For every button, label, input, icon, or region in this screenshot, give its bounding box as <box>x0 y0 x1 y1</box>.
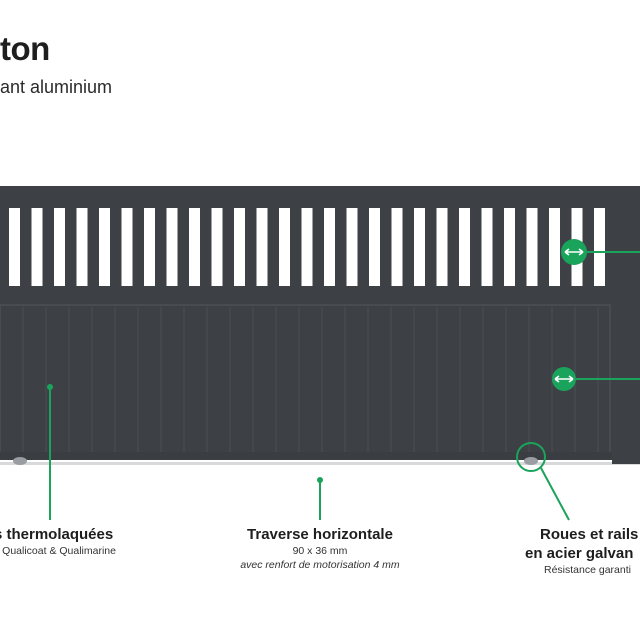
slat-gap <box>324 208 335 286</box>
ground-shadow <box>0 462 640 465</box>
callout-wheels-title-2: en acier galvan <box>525 545 634 562</box>
slat-gap <box>9 208 20 286</box>
gate-top-rail <box>0 186 640 204</box>
callout-finish-title: s thermolaquées <box>0 526 114 543</box>
double-arrow-icon <box>552 367 576 391</box>
callout-finish-line: s Qualicoat & Qualimarine <box>0 545 116 557</box>
slat-gap <box>31 208 43 286</box>
gate-lower-panel <box>0 304 612 458</box>
slat-gap <box>76 208 88 286</box>
slat-gap <box>301 208 313 286</box>
slat-gap <box>504 208 515 286</box>
slat-gap <box>99 208 110 286</box>
circle-outline-icon <box>516 442 546 472</box>
slat-gap <box>256 208 268 286</box>
wheel-right <box>524 457 538 465</box>
callout-wheels: Roues et rails en acier galvan Résistanc… <box>525 525 638 577</box>
slat-gap <box>279 208 290 286</box>
slat-gap <box>594 208 605 286</box>
slat-gap <box>526 208 538 286</box>
callout-wheels-title-1: Roues et rails <box>540 526 639 543</box>
slat-gap <box>166 208 178 286</box>
callout-crossbar: Traverse horizontale 90 x 36 mm avec ren… <box>205 525 435 572</box>
callout-wheels-line: Résistance garanti <box>544 564 631 576</box>
slat-gap <box>121 208 133 286</box>
slat-gap <box>549 208 560 286</box>
callout-crossbar-dimensions: 90 x 36 mm <box>292 545 348 557</box>
callout-crossbar-title: Traverse horizontale <box>247 526 393 543</box>
slat-gap <box>54 208 65 286</box>
gate-right-post <box>612 186 640 464</box>
slat-gap <box>414 208 425 286</box>
slat-gap <box>144 208 155 286</box>
slat-gap <box>211 208 223 286</box>
slat-gap <box>189 208 200 286</box>
slat-gap <box>436 208 448 286</box>
page-title: ton <box>0 30 50 67</box>
slat-gap <box>481 208 493 286</box>
slat-gap <box>391 208 403 286</box>
slat-gap <box>459 208 470 286</box>
slat-gap <box>346 208 358 286</box>
panel-grooves <box>22 307 599 452</box>
callout-finish: s thermolaquées s Qualicoat & Qualimarin… <box>0 525 116 558</box>
gate-bottom-rail <box>0 452 612 460</box>
callout-crossbar-note: avec renfort de motorisation 4 mm <box>240 559 400 571</box>
wheel-left <box>13 457 27 465</box>
double-arrow-icon <box>561 239 587 265</box>
page-subtitle: ant aluminium <box>0 77 113 97</box>
gate-middle-rail <box>0 288 612 306</box>
slat-gap <box>369 208 380 286</box>
openwork-slats <box>0 204 612 290</box>
slat-gap <box>234 208 245 286</box>
leader-line-right <box>540 467 570 521</box>
